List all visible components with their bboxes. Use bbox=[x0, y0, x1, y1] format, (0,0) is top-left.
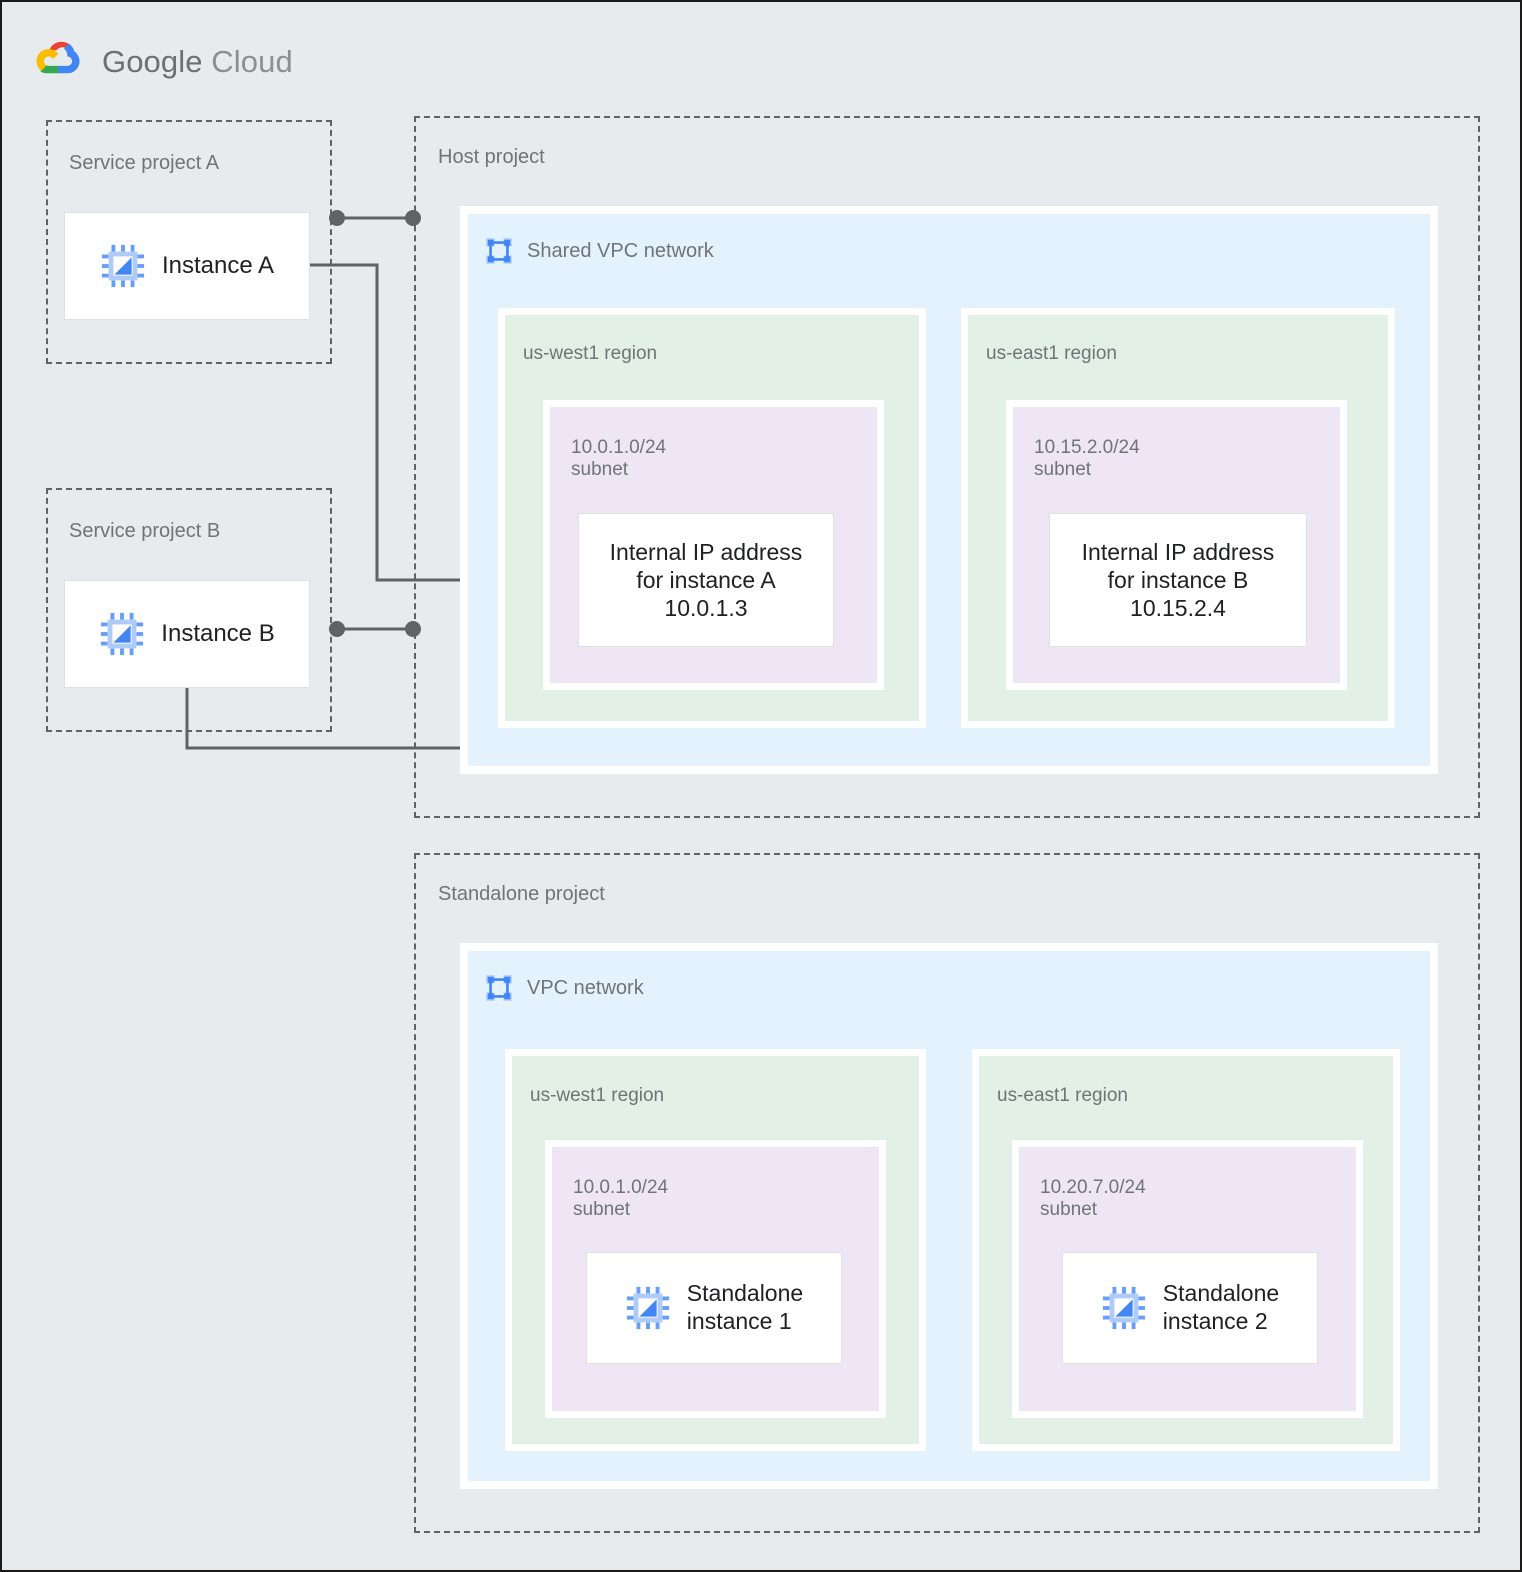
service-project-a-label: Service project A bbox=[69, 152, 220, 174]
internal-ip-instance-b-card: Internal IP address for instance B 10.15… bbox=[1049, 513, 1307, 647]
compute-instance-icon bbox=[101, 244, 145, 288]
service-project-b-container: Service project B bbox=[46, 488, 332, 732]
standalone-project-container: Standalone project bbox=[414, 853, 1480, 1533]
vpc-network-icon bbox=[486, 975, 512, 1001]
service-project-a-container: Service project A bbox=[46, 120, 332, 364]
host-project-container: Host project bbox=[414, 116, 1480, 818]
service-project-b-label: Service project B bbox=[69, 520, 221, 542]
brand-title: Google Cloud bbox=[102, 44, 293, 80]
standalone-subnet-us-east1-label: 10.20.7.0/24 subnet bbox=[1040, 1177, 1146, 1220]
instance-b-label: Instance B bbox=[161, 619, 275, 647]
compute-instance-icon bbox=[101, 612, 144, 656]
standalone-vpc-title: VPC network bbox=[527, 976, 644, 999]
shared-vpc-header: Shared VPC network bbox=[484, 236, 714, 266]
host-region-us-east1-label: us-east1 region bbox=[986, 343, 1117, 364]
google-cloud-logo-icon bbox=[36, 41, 80, 74]
standalone-subnet-us-west1-label: 10.0.1.0/24 subnet bbox=[573, 1177, 669, 1220]
host-project-label: Host project bbox=[438, 146, 545, 168]
brand-name-light: Cloud bbox=[211, 44, 293, 79]
vpc-network-icon bbox=[486, 238, 512, 264]
internal-ip-instance-a-text: Internal IP address for instance A 10.0.… bbox=[609, 538, 803, 622]
standalone-project-label: Standalone project bbox=[438, 883, 605, 905]
host-subnet-us-west1-label: 10.0.1.0/24 subnet bbox=[571, 437, 667, 480]
internal-ip-instance-b-text: Internal IP address for instance B 10.15… bbox=[1081, 538, 1275, 622]
compute-instance-icon bbox=[626, 1286, 669, 1330]
instance-b-card[interactable]: Instance B bbox=[64, 580, 310, 688]
standalone-instance-2-label: Standalone instance 2 bbox=[1162, 1280, 1280, 1334]
compute-instance-icon bbox=[1102, 1286, 1145, 1330]
connector-instance-b-boundary bbox=[329, 621, 421, 637]
internal-ip-instance-a-card: Internal IP address for instance A 10.0.… bbox=[578, 513, 834, 647]
host-region-us-west1-label: us-west1 region bbox=[523, 343, 658, 364]
shared-vpc-title: Shared VPC network bbox=[527, 239, 714, 262]
standalone-region-us-east1-label: us-east1 region bbox=[997, 1085, 1128, 1106]
standalone-vpc-header: VPC network bbox=[484, 973, 644, 1003]
google-cloud-brand: Google Cloud bbox=[36, 36, 293, 88]
standalone-region-us-west1-label: us-west1 region bbox=[530, 1085, 665, 1106]
connector-instance-a-boundary bbox=[329, 210, 421, 226]
standalone-instance-1-card[interactable]: Standalone instance 1 bbox=[586, 1252, 842, 1364]
standalone-instance-1-label: Standalone instance 1 bbox=[686, 1280, 804, 1334]
host-subnet-us-east1-label: 10.15.2.0/24 subnet bbox=[1034, 437, 1140, 480]
standalone-instance-2-card[interactable]: Standalone instance 2 bbox=[1062, 1252, 1318, 1364]
instance-a-card[interactable]: Instance A bbox=[64, 212, 310, 320]
instance-a-label: Instance A bbox=[161, 251, 275, 279]
brand-name-bold: Google bbox=[102, 44, 203, 79]
